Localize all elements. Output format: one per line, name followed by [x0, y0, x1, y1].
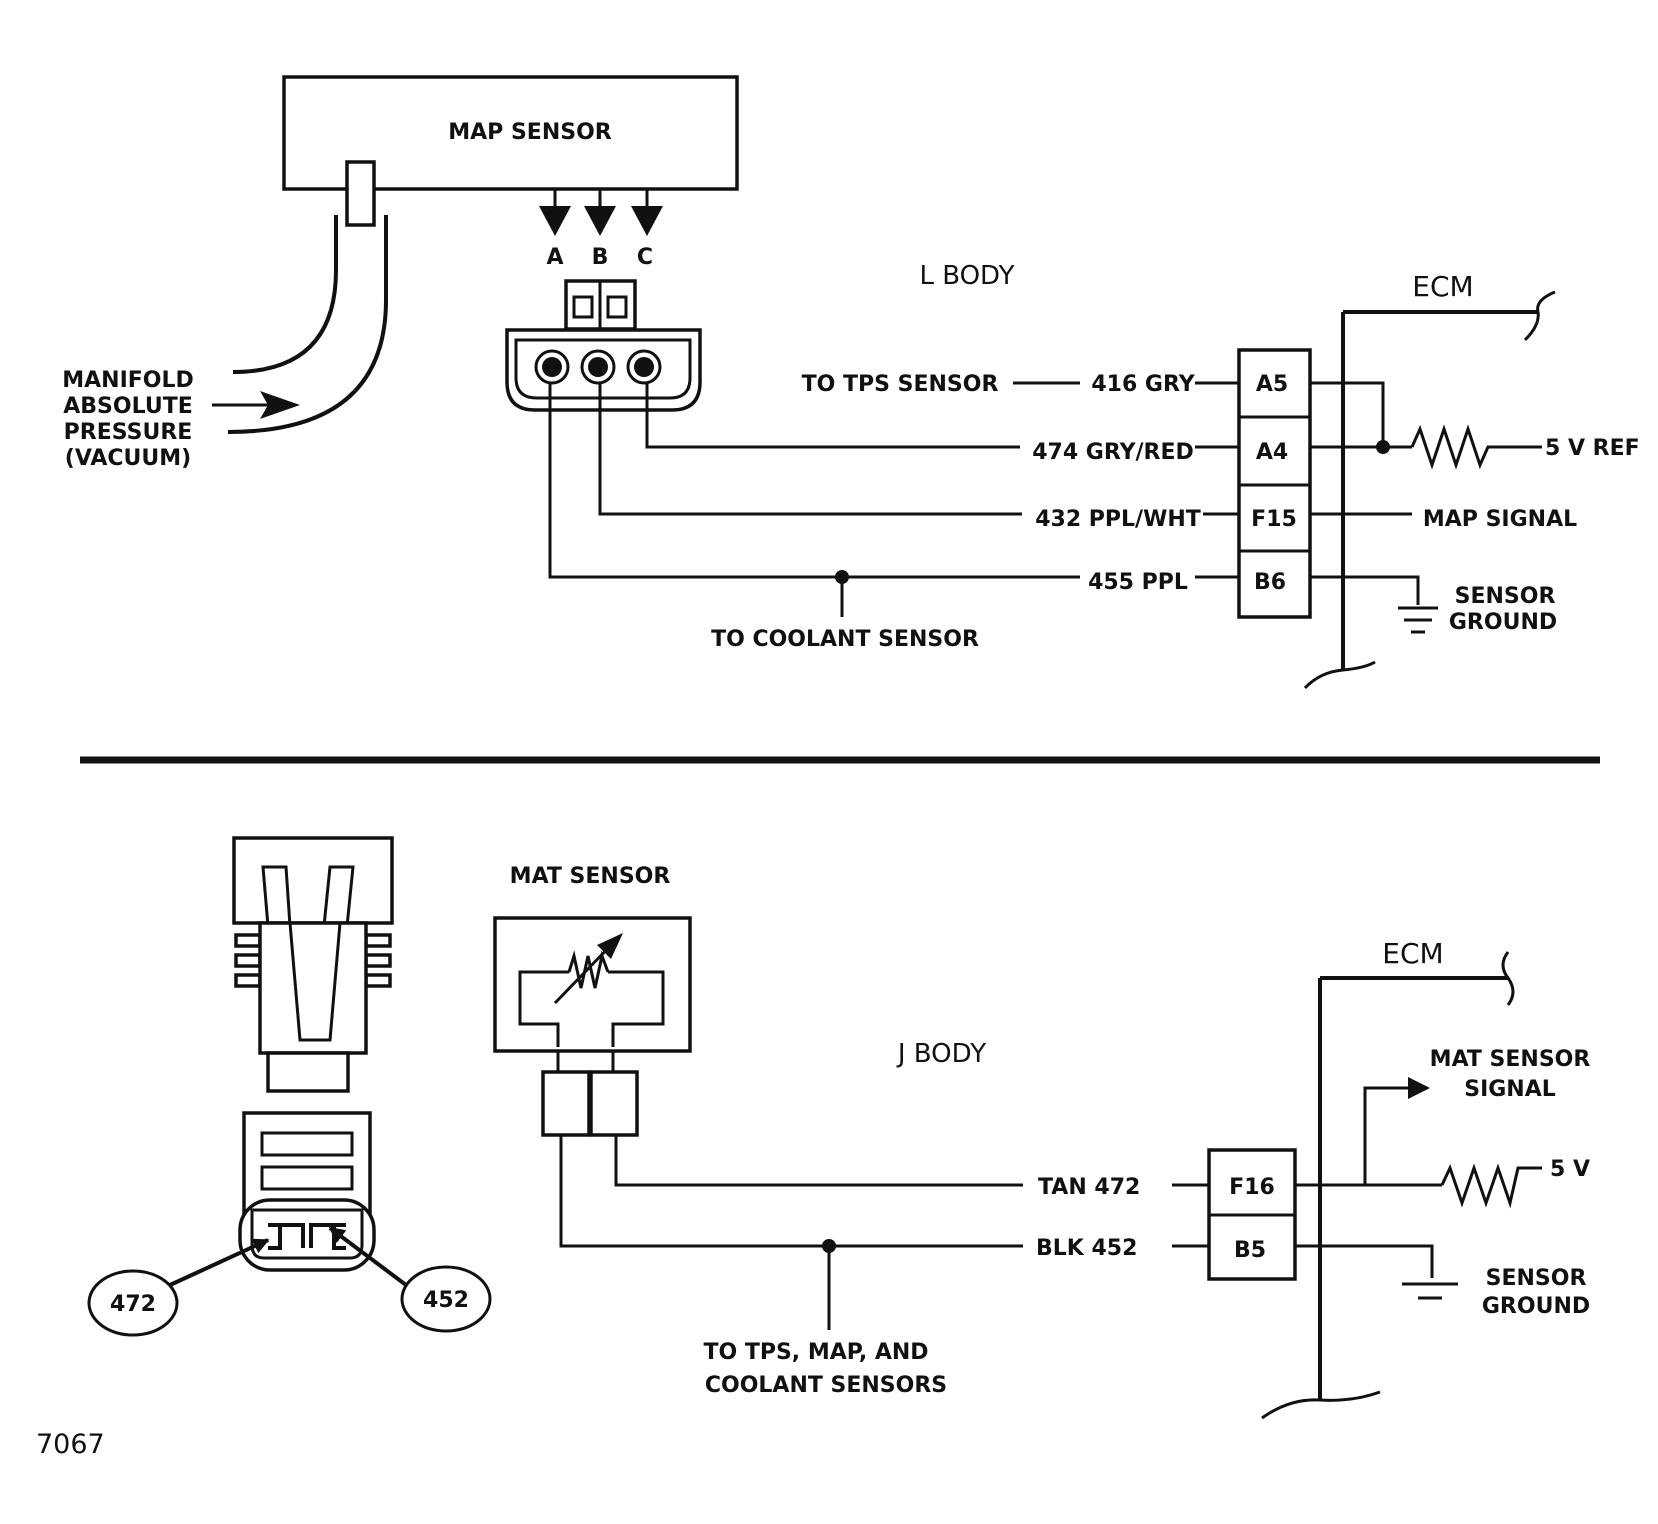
mat-sensor-label: MAT SENSOR [510, 864, 671, 889]
vacuum-label-4: (VACUUM) [65, 446, 191, 471]
mat-signal-label-2: SIGNAL [1464, 1077, 1556, 1102]
l-ecm-internals [1310, 381, 1542, 634]
figure-number: 7067 [36, 1429, 105, 1460]
vacuum-label-2: ABSOLUTE [63, 394, 192, 419]
resistor-icon [1410, 424, 1542, 470]
to-coolant-label: TO COOLANT SENSOR [711, 627, 979, 652]
j-ecm-internals [1295, 1077, 1542, 1300]
to-sensors-label-2: COOLANT SENSORS [705, 1373, 947, 1398]
terminal-a4: A4 [1256, 440, 1288, 465]
callout-452-label: 452 [423, 1288, 469, 1313]
j-sensor-ground-label-1: SENSOR [1486, 1266, 1587, 1291]
pin-label-a: A [546, 245, 563, 270]
j-ecm-boundary [1261, 951, 1515, 1420]
j-ground-icon [1402, 1282, 1458, 1300]
wire-474-label: 474 GRY/RED [1032, 440, 1194, 465]
pin-label-c: C [637, 245, 653, 270]
to-tps-label: TO TPS SENSOR [802, 372, 999, 397]
wire-tan-472: TAN 472 [1038, 1175, 1140, 1200]
j-body-label: J BODY [896, 1039, 986, 1069]
j-body-circuit: 472 452 MAT SENSOR [87, 836, 1591, 1420]
map-sensor-label: MAP SENSOR [448, 120, 612, 145]
pin-arrows-icon [539, 189, 663, 236]
sensor-ground-label-2: GROUND [1449, 610, 1557, 635]
mat-signal-arrow-icon [1408, 1077, 1430, 1099]
l-ecm-label: ECM [1412, 270, 1473, 303]
wire-432-label: 432 PPL/WHT [1035, 507, 1201, 532]
vacuum-label-1: MANIFOLD [62, 368, 194, 393]
l-terminal-block [1237, 348, 1312, 619]
ground-icon [1398, 606, 1438, 634]
pin-label-b: B [592, 245, 609, 270]
ref-5v-j-label: 5 V [1550, 1157, 1590, 1182]
map-wires [548, 381, 1080, 617]
vacuum-label-3: PRESSURE [64, 420, 193, 445]
j-terminal-block [1207, 1148, 1297, 1281]
j-resistor-icon [1440, 1163, 1542, 1209]
sensor-ground-label-1: SENSOR [1455, 584, 1556, 609]
vacuum-hose [227, 160, 388, 434]
mat-signal-label-1: MAT SENSOR [1430, 1047, 1591, 1072]
terminal-f15: F15 [1251, 507, 1297, 532]
l-ecm-boundary [1303, 290, 1556, 690]
wire-455-label: 455 PPL [1088, 570, 1188, 595]
mat-wires [559, 1135, 1209, 1330]
vacuum-arrow-icon [212, 391, 300, 419]
terminal-f16: F16 [1229, 1175, 1275, 1200]
j-sensor-ground-label-2: GROUND [1482, 1294, 1590, 1319]
j-ecm-label: ECM [1382, 937, 1443, 970]
terminal-b5: B5 [1234, 1238, 1266, 1263]
l-body-label: L BODY [919, 261, 1014, 291]
mat-thermistor-icon [493, 916, 692, 1137]
terminal-a5: A5 [1256, 372, 1288, 397]
wire-blk-452: BLK 452 [1036, 1236, 1137, 1261]
ref-5v-label: 5 V REF [1545, 436, 1640, 461]
mat-sensor-body-icon [232, 836, 394, 1272]
map-connector-icon [505, 279, 702, 412]
to-sensors-label-1: TO TPS, MAP, AND [703, 1340, 928, 1365]
callout-472: 472 [87, 1238, 270, 1337]
l-body-circuit: MAP SENSOR MANIFOLD ABSOLUTE PRESSURE (V… [62, 75, 1640, 690]
terminal-b6: B6 [1254, 570, 1286, 595]
wire-416-label: 416 GRY [1091, 372, 1195, 397]
callout-452: 452 [328, 1226, 492, 1333]
map-signal-label: MAP SIGNAL [1423, 507, 1577, 532]
callout-472-label: 472 [110, 1292, 156, 1317]
